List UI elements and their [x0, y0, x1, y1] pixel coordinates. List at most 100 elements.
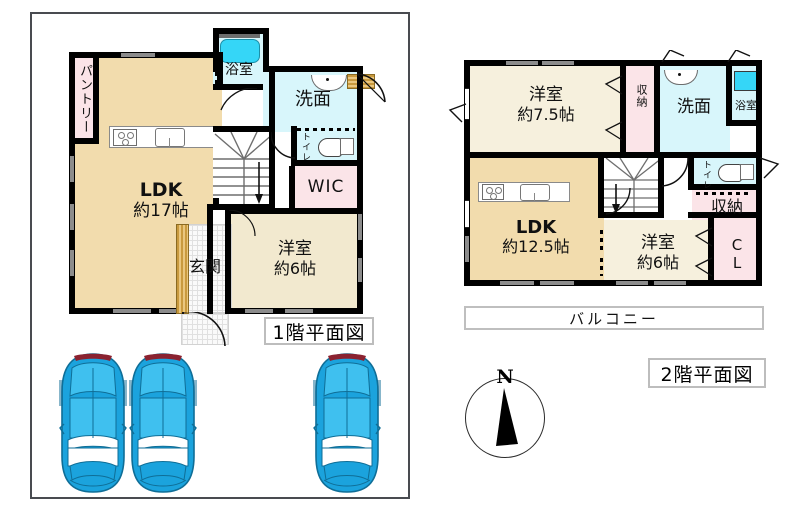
toilet-bowl-icon	[718, 164, 742, 182]
wall	[93, 52, 99, 144]
window	[465, 236, 469, 262]
wall	[213, 28, 269, 34]
burner-icon	[127, 132, 134, 139]
burner-icon	[122, 139, 129, 146]
wall	[464, 60, 470, 286]
window	[159, 309, 179, 313]
sliding-partition	[696, 192, 752, 195]
window	[542, 61, 574, 65]
washroom-door-swing	[357, 73, 386, 103]
sliding-partition	[600, 230, 603, 252]
room-label-cl: CL	[728, 236, 746, 272]
vent-mark-icon	[727, 50, 751, 63]
window	[506, 61, 538, 65]
floor2-plan: 洋室 約7.5帖 収納 洗面 浴室 トイレ 収納 LDK 約12.5帖 洋室 約…	[448, 50, 780, 310]
cl-door-icon	[694, 227, 713, 247]
window	[540, 281, 574, 285]
vent-mark-icon	[661, 50, 685, 63]
cl-door-icon	[694, 257, 713, 277]
room-label-western6: 洋室	[278, 239, 312, 259]
room-western-7p5	[470, 66, 624, 158]
window	[616, 281, 648, 285]
wall	[207, 204, 275, 210]
burner-icon	[495, 187, 502, 194]
washbasin-drain-icon	[326, 78, 329, 81]
wall	[291, 160, 357, 166]
toilet-tank-icon	[740, 164, 754, 180]
parking-car-1	[58, 352, 128, 499]
wall	[213, 198, 219, 206]
room-area-western6: 約6帖	[273, 259, 317, 278]
window	[70, 156, 74, 182]
sliding-partition	[215, 56, 218, 86]
ldk-door-swing	[605, 188, 631, 215]
window	[113, 309, 151, 313]
vent-mark-icon	[760, 157, 780, 179]
room-label-bath-2f: 浴室	[735, 99, 757, 112]
caption-floor1: 1階平面図	[264, 317, 374, 345]
wall	[688, 184, 762, 190]
room-wic	[295, 166, 357, 214]
room-area-western75: 約7.5帖	[517, 105, 575, 124]
burner-icon	[118, 132, 125, 139]
sink-faucet-icon	[169, 138, 170, 147]
room-label-wic: WIC	[307, 177, 345, 197]
room-storage-north	[624, 66, 658, 158]
room-label-toilet-2f: トイレ	[701, 160, 711, 190]
kitchen-sink-icon	[155, 128, 185, 147]
burner-icon	[486, 187, 493, 194]
hall-door-swing	[662, 158, 689, 187]
bathtub-icon	[220, 39, 260, 63]
sliding-partition	[297, 128, 355, 131]
wall	[726, 66, 732, 126]
wall	[357, 66, 363, 314]
room-label-washroom: 洗面	[295, 89, 331, 110]
window	[285, 309, 313, 313]
wall	[213, 28, 219, 72]
window	[654, 281, 686, 285]
wall	[756, 60, 762, 286]
wall	[464, 60, 762, 66]
room-label-entrance: 玄関	[188, 257, 221, 276]
room-door-swing	[229, 210, 256, 237]
sliding-partition	[208, 224, 211, 250]
kitchen-sink-icon	[520, 184, 550, 201]
wall	[464, 280, 762, 286]
toilet-tank-icon	[340, 138, 354, 155]
sink-faucet-icon	[534, 193, 535, 202]
room-label-ldk-2f: LDK	[515, 217, 557, 238]
wall	[688, 152, 694, 190]
bath-window	[218, 33, 260, 38]
window	[465, 88, 469, 120]
balcony: バルコニー	[464, 306, 764, 330]
wall	[708, 218, 714, 280]
stairs-floor2-icon	[604, 158, 664, 218]
wall	[291, 126, 297, 166]
wall	[620, 66, 626, 158]
toilet-bowl-icon	[318, 138, 342, 157]
wall	[289, 166, 295, 214]
room-western-6-2f	[604, 220, 714, 286]
parking-car-3	[312, 352, 382, 499]
sliding-partition	[227, 228, 230, 254]
window	[70, 250, 74, 276]
wall	[658, 152, 664, 212]
parking-car-2	[128, 352, 198, 499]
room-cl-2f	[714, 220, 762, 286]
sliding-partition	[660, 154, 688, 157]
room-area-ldk: 約17帖	[133, 201, 189, 221]
vent-mark-icon	[448, 103, 467, 123]
room-western-6	[231, 214, 357, 313]
floor1-plan: パントリー LDK 約17帖 浴室 洗面 トイレ WIC 洋室 約6帖 玄関	[63, 28, 386, 347]
wall	[207, 204, 213, 314]
wall	[269, 66, 275, 132]
room-label-washroom-2f: 洗面	[677, 97, 711, 117]
entrance-porch-tile	[181, 313, 229, 345]
room-label-toilet: トイレ	[300, 132, 310, 162]
wall	[598, 212, 664, 218]
sliding-partition	[233, 210, 279, 213]
caption-floor2: 2階平面図	[648, 358, 766, 388]
wall	[269, 126, 275, 214]
window	[465, 200, 469, 228]
